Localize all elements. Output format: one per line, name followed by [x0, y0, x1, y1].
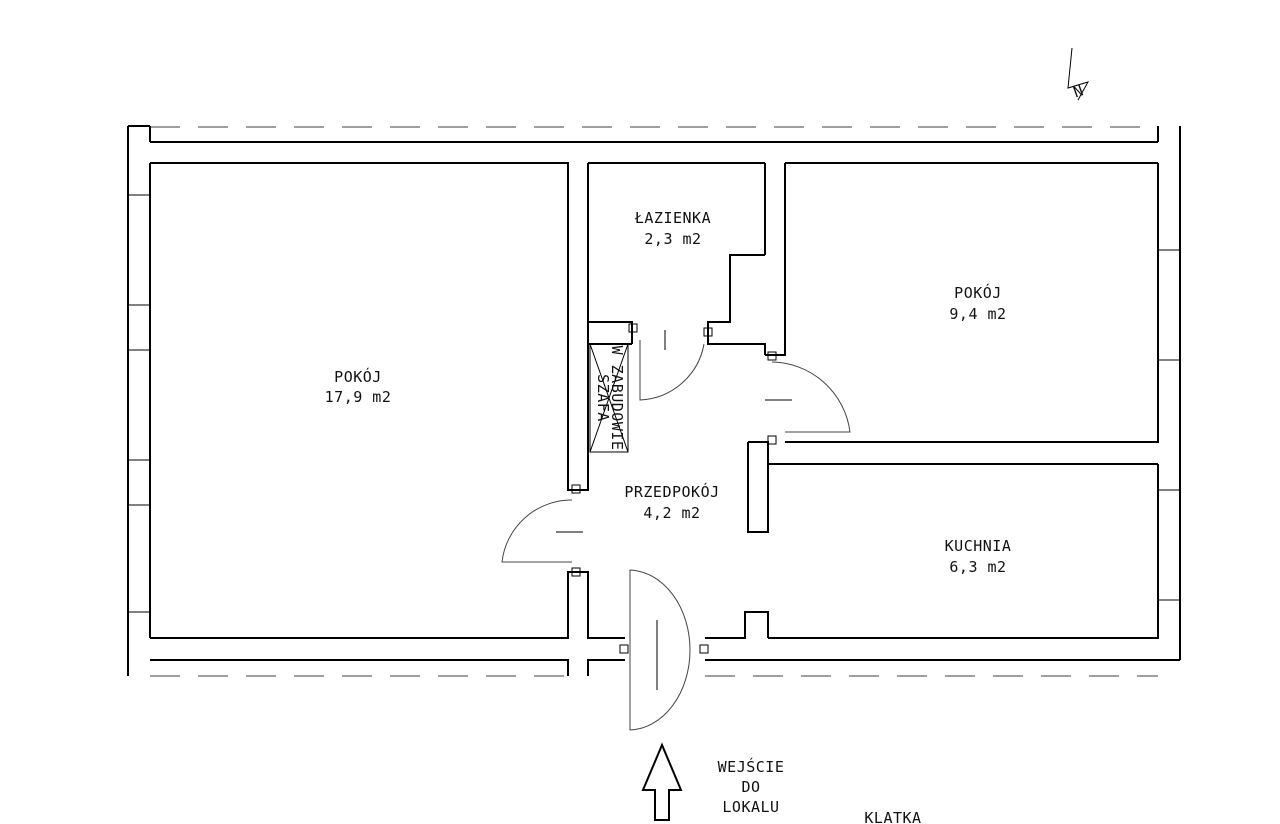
door-swings: [501, 330, 851, 731]
left-windows: [128, 194, 151, 613]
hall-name: PRZEDPOKÓJ: [624, 482, 719, 501]
kitchen-walls: [705, 464, 1180, 661]
bathroom-area: 2,3 m2: [644, 230, 701, 248]
wardrobe-label-line2: W ZABUDOWIE: [608, 346, 626, 451]
north-arrow-icon: N: [1067, 47, 1090, 102]
bedroom-area: 9,4 m2: [949, 305, 1006, 323]
outer-walls: [127, 125, 1181, 676]
bedroom-name: POKÓJ: [954, 283, 1002, 302]
facade-lines: [150, 126, 1158, 677]
living-room-walls: [149, 162, 625, 676]
north-label: N: [1071, 81, 1086, 101]
kitchen-name: KUCHNIA: [945, 537, 1012, 555]
interior-walls-top: [150, 141, 1158, 356]
entrance-line3: LOKALU: [722, 798, 779, 816]
entrance-line2: DO: [741, 778, 760, 796]
right-windows: [1157, 249, 1180, 601]
hinge-markers: [571, 323, 777, 654]
living-room-name: POKÓJ: [334, 367, 382, 386]
bathroom-name: ŁAZIENKA: [634, 209, 711, 227]
wardrobe-label-line1: SZAFA: [594, 374, 612, 422]
entrance-arrow-icon: [641, 742, 683, 821]
kitchen-area: 6,3 m2: [949, 558, 1006, 576]
bedroom-walls: [747, 163, 1159, 533]
wardrobe: SZAFA W ZABUDOWIE: [589, 343, 629, 453]
staircase-label: KLATKA: [864, 809, 921, 824]
bathroom-walls: [588, 254, 766, 355]
living-room-area: 17,9 m2: [325, 388, 392, 406]
hall-area: 4,2 m2: [643, 504, 700, 522]
entrance-line1: WEJŚCIE: [718, 757, 785, 776]
